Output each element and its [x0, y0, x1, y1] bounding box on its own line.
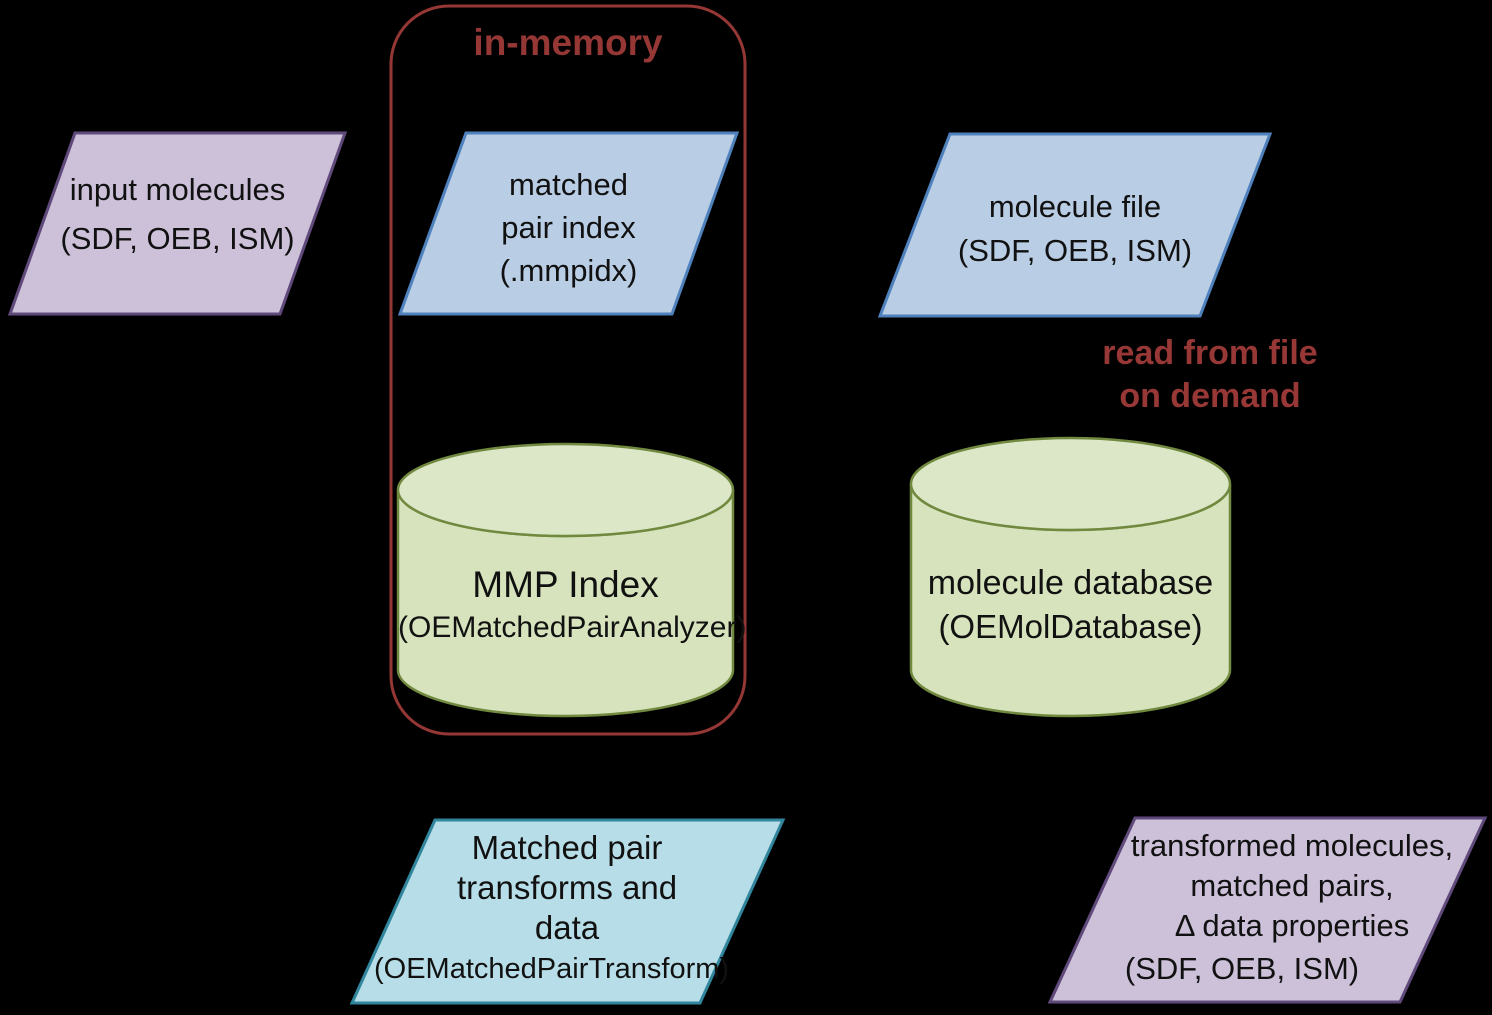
in-memory-text: in-memory: [473, 22, 663, 63]
transformed-molecules-subtitle: (SDF, OEB, ISM): [1067, 948, 1417, 990]
molecule-file-line-1: molecule file: [988, 189, 1162, 224]
matched-pair-transforms-line-1: Matched pair: [471, 829, 663, 866]
molecule-database-subtitle-text: (OEMolDatabase): [938, 608, 1203, 645]
input-molecules-label: input molecules (SDF, OEB, ISM): [10, 165, 345, 263]
matched-pair-index-line-3: (.mmpidx): [499, 253, 638, 288]
input-molecules-shape: [7, 131, 348, 316]
matched-pair-transforms-line-3: data: [534, 909, 600, 946]
matched-pair-transforms-subtitle: (OEMatchedPairTransform): [374, 948, 730, 990]
in-memory-group-label: in-memory: [391, 22, 745, 64]
input-molecules-line-2: (SDF, OEB, ISM): [60, 221, 295, 256]
molecule-file-shape: [877, 132, 1273, 318]
matched-pair-index-shape: [397, 131, 740, 316]
transformed-molecules-subtitle-text: (SDF, OEB, ISM): [1124, 951, 1360, 986]
matched-pair-transforms-subtitle-text: (OEMatchedPairTransform): [374, 953, 730, 985]
matched-pair-transforms-shape: [349, 818, 786, 1005]
transformed-molecules-line-2: matched pairs,: [1190, 868, 1394, 903]
matched-pair-transforms-label: Matched pair transforms and data: [402, 828, 732, 948]
molecule-database-title-text: molecule database: [927, 564, 1214, 602]
mmp-index-subtitle: (OEMatchedPairAnalyzer): [398, 608, 747, 648]
transformed-molecules-label: transformed molecules, matched pairs, Δ …: [1117, 826, 1467, 946]
read-from-file-annotation: read from file on demand: [1030, 332, 1390, 418]
mmp-index-title-text: MMP Index: [472, 564, 659, 605]
mmp-index-cylinder-top: [396, 442, 735, 538]
mmp-index-title: MMP Index: [398, 562, 733, 608]
molecule-file-label: molecule file (SDF, OEB, ISM): [880, 185, 1270, 273]
transformed-molecules-shape: [1047, 816, 1488, 1004]
matched-pair-index-label: matched pair index (.mmpidx): [400, 163, 737, 292]
in-memory-group-outline: [389, 4, 747, 736]
matched-pair-transforms-line-2: transforms and: [456, 869, 678, 906]
matched-pair-index-line-2: pair index: [501, 210, 636, 245]
transformed-molecules-line-3: Δ data properties: [1174, 908, 1410, 943]
transformed-molecules-line-1: transformed molecules,: [1130, 828, 1454, 863]
matched-pair-index-line-1: matched: [509, 167, 628, 202]
read-from-file-line-2: on demand: [1119, 377, 1301, 415]
molecule-file-line-2: (SDF, OEB, ISM): [957, 233, 1193, 268]
mmp-index-subtitle-text: (OEMatchedPairAnalyzer): [398, 611, 747, 644]
molecule-database-subtitle: (OEMolDatabase): [911, 606, 1230, 648]
input-molecules-line-1: input molecules: [69, 172, 286, 207]
molecule-database-title: molecule database: [911, 560, 1230, 606]
read-from-file-line-1: read from file: [1102, 334, 1318, 372]
molecule-database-cylinder-top: [909, 436, 1232, 532]
